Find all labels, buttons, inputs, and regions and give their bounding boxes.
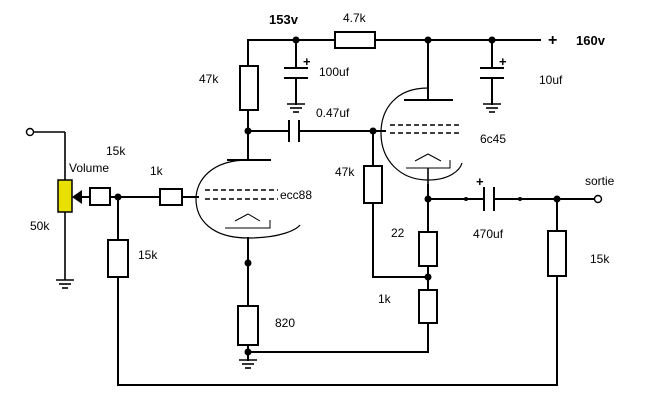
output-terminal (593, 194, 603, 204)
capacitor-label-100uf: 100uf (319, 65, 350, 79)
tube-envelope (380, 87, 463, 181)
potentiometer-body (57, 179, 73, 213)
resistor-label-22: 22 (391, 226, 405, 240)
voltage-label-153v: 153v (269, 12, 299, 27)
resistor-1k-grid (159, 188, 183, 206)
volume-potentiometer (57, 179, 82, 213)
rail-plus-sign: + (548, 32, 557, 49)
junction-dot (244, 127, 252, 135)
junction-dot (464, 197, 468, 201)
resistor-label-15k-left: 15k (138, 248, 158, 262)
resistor-1k-feedback (418, 289, 438, 324)
tube-cathode (406, 160, 451, 169)
tube-heater (234, 213, 261, 222)
resistor-47k-grid (363, 165, 383, 204)
resistors (89, 31, 567, 346)
capacitor-polarity-plus: + (476, 174, 484, 189)
tube-label-ecc88: ecc88 (280, 188, 312, 202)
resistor-label-1k-feedback: 1k (378, 292, 392, 306)
resistor-15k-left (107, 239, 129, 278)
tube-envelope (195, 159, 301, 239)
resistor-15k-series (89, 187, 111, 206)
labels: 153v 4.7k + 160v 47k 100uf 10uf 0.47uf 6… (30, 11, 615, 330)
tube-label-6c45: 6c45 (480, 132, 506, 146)
junction-dot (292, 36, 300, 44)
wires (33, 39, 595, 386)
tube-ecc88 (195, 159, 301, 239)
ground-symbol (287, 103, 305, 113)
junction-dot (369, 127, 377, 135)
voltage-label-160v: 160v (576, 33, 606, 48)
resistor-label-15k-right: 15k (590, 252, 610, 266)
resistor-label-47k-grid: 47k (335, 165, 355, 179)
junction-dot (553, 195, 561, 203)
junction-dot (114, 193, 122, 201)
resistor-22 (418, 231, 438, 267)
tube-cathode (225, 220, 271, 229)
volume-label: Volume (69, 161, 109, 175)
resistor-4k7 (334, 31, 376, 49)
ground-symbol (239, 359, 257, 369)
grounds (56, 103, 501, 369)
resistor-15k-right (547, 230, 567, 277)
junction-dot (424, 273, 432, 281)
potentiometer-wiper-arrow (72, 190, 82, 204)
junction-dot (424, 36, 432, 44)
ground-symbol (483, 103, 501, 113)
capacitor-label-10uf: 10uf (539, 73, 563, 87)
junction-dot (488, 36, 496, 44)
ground-symbol (56, 279, 74, 289)
capacitors (284, 67, 504, 211)
junction-dot (244, 348, 252, 356)
junction-dot (244, 259, 252, 267)
input-terminal (25, 127, 35, 137)
tube-6c45 (380, 87, 463, 185)
junction-dot (518, 197, 522, 201)
capacitor-polarity-plus: + (303, 54, 311, 69)
capacitor-polarity-plus: + (499, 54, 507, 69)
terminals (25, 127, 603, 204)
potentiometer-label-50k: 50k (30, 219, 50, 233)
resistor-label-4k7: 4.7k (343, 11, 367, 25)
resistor-label-1k-grid: 1k (150, 164, 164, 178)
capacitor-label-470uf: 470uf (473, 227, 504, 241)
capacitor-label-047uf: 0.47uf (316, 106, 350, 120)
resistor-label-47k-plate: 47k (199, 72, 219, 86)
resistor-820 (237, 305, 259, 346)
output-label: sortie (585, 174, 615, 188)
junctions (114, 36, 561, 356)
resistor-47k-plate (239, 65, 259, 111)
junction-dot (424, 195, 432, 203)
resistor-label-15k-series: 15k (106, 144, 126, 158)
tube-heater (414, 153, 442, 162)
resistor-label-820: 820 (275, 316, 295, 330)
